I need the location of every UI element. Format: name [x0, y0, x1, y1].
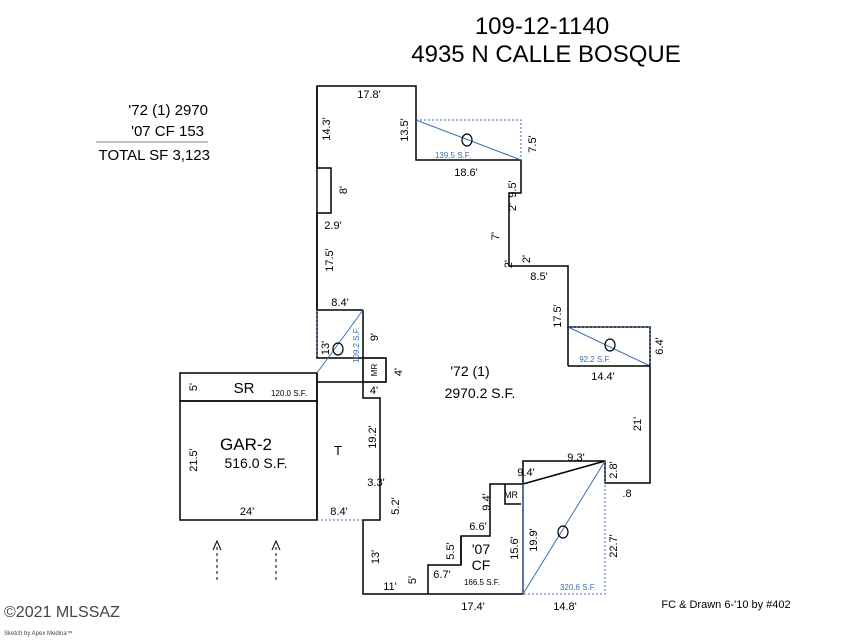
- parcel-number: 109-12-1140: [475, 13, 609, 40]
- dim-5-bottom: 5': [407, 576, 419, 584]
- dim-2-9: 2.9': [324, 220, 341, 232]
- left-wall-jog: [316, 86, 332, 310]
- patio-right-sf: 92.2 S.F.: [579, 355, 611, 364]
- property-address: 4935 N CALLE BOSQUE: [411, 41, 680, 68]
- sr-label: SR: [234, 380, 255, 397]
- patio-left-marker: [332, 342, 344, 356]
- patio-top: [415, 119, 522, 161]
- dim-7-5: 7.5': [527, 135, 539, 152]
- dim-6-7: 6.7': [433, 569, 450, 581]
- dim-2-c: 2': [503, 260, 515, 268]
- dim-24: 24': [240, 506, 254, 518]
- summary-total: TOTAL SF 3,123: [99, 147, 210, 164]
- dim-7: 7': [490, 232, 502, 240]
- dim-11: 11': [383, 581, 397, 593]
- dim-2-a: 2': [507, 203, 519, 211]
- mr-label-1: MR: [370, 364, 379, 377]
- dim-5-2: 5.2': [390, 497, 402, 514]
- dim-9-5: 9.5': [507, 180, 519, 197]
- sketch-credit: Sketch by Apex Medina™: [4, 630, 73, 637]
- dim-13-bottom: 13': [370, 550, 382, 564]
- dim-13-5: 13.5': [399, 118, 411, 142]
- patio-top-sf: 139.5 S.F.: [435, 151, 471, 160]
- dim-21: 21': [632, 417, 644, 431]
- summary-line-2: '07 CF 153: [131, 123, 204, 140]
- dim-17-5-left: 17.5': [324, 248, 336, 272]
- dim-17-8: 17.8': [357, 89, 381, 101]
- dim-18-6: 18.6': [454, 167, 478, 179]
- main-house-outline: [316, 85, 651, 595]
- dim-9-4-v: 9.4': [481, 493, 493, 510]
- dim-15-6: 15.6': [509, 536, 521, 560]
- dim-21-5: 21.5': [188, 448, 200, 472]
- patio-bottom: [522, 460, 606, 595]
- drawn-by-note: FC & Drawn 6-'10 by #402: [661, 599, 790, 611]
- patio-right-marker: [604, 338, 616, 352]
- mr-box-2: [504, 484, 521, 505]
- dim-6-4: 6.4': [654, 337, 666, 354]
- dim-9-3: 9.3': [567, 452, 584, 464]
- summary-line-1: '72 (1) 2970: [128, 102, 208, 119]
- t-label: T: [334, 443, 342, 458]
- dim-8: 8': [338, 186, 350, 194]
- cf-upper-edge: [522, 460, 606, 485]
- patio-top-marker: [461, 133, 473, 147]
- garage-sf: 516.0 S.F.: [224, 455, 287, 471]
- mr-label-2: MR: [504, 490, 518, 500]
- dim-4-a: 4': [370, 385, 378, 397]
- dim-2-b: 2': [521, 255, 533, 263]
- dim-17-4: 17.4': [461, 601, 485, 613]
- dim-4-b: 4': [393, 368, 405, 376]
- dim-8-pt: .8: [622, 488, 631, 500]
- dim-9: 9': [369, 333, 381, 341]
- dim-14-8: 14.8': [553, 601, 577, 613]
- entry-arrow-left: [212, 539, 222, 580]
- patio-right: [567, 326, 651, 367]
- watermark: ©2021 MLSSAZ: [4, 604, 120, 621]
- sr-sf: 120.0 S.F.: [271, 389, 307, 398]
- dim-8-4-top: 8.4': [331, 297, 348, 309]
- patio-bottom-sf: 320.6 S.F.: [560, 583, 596, 592]
- dim-9-4-h: 9.4': [517, 467, 534, 479]
- dim-2-8: 2.8': [608, 461, 620, 478]
- entry-arrow-right: [271, 539, 281, 580]
- main-area-sf: 2970.2 S.F.: [445, 385, 516, 401]
- dim-5-sr: 5': [188, 383, 200, 391]
- dim-13: 13': [320, 341, 332, 355]
- dim-17-5-right: 17.5': [552, 304, 564, 328]
- dim-19-2: 19.2': [367, 425, 379, 449]
- patio-left-sf: 109.2 S.F.: [352, 327, 361, 363]
- dim-14-3: 14.3': [321, 117, 333, 141]
- dim-3-3: 3.3': [367, 477, 384, 489]
- patio-bottom-marker: [557, 525, 569, 539]
- dim-6-6: 6.6': [469, 521, 486, 533]
- dim-5-5: 5.5': [445, 542, 457, 559]
- dim-19-9: 19.9': [528, 528, 540, 552]
- dim-8-5: 8.5': [530, 271, 547, 283]
- dim-22-7: 22.7': [608, 534, 620, 558]
- garage-label: GAR-2: [220, 435, 272, 454]
- cf-sf: 166.5 S.F.: [464, 578, 500, 587]
- cf-label-year: '07: [472, 541, 490, 557]
- mr-box-1: [362, 357, 387, 383]
- dim-14-4: 14.4': [591, 371, 615, 383]
- patio-left: [316, 309, 364, 374]
- dim-8-4-bottom: 8.4': [330, 506, 347, 518]
- main-area-label: '72 (1): [450, 363, 489, 379]
- cf-outline: [427, 483, 523, 594]
- cf-label-type: CF: [472, 557, 491, 573]
